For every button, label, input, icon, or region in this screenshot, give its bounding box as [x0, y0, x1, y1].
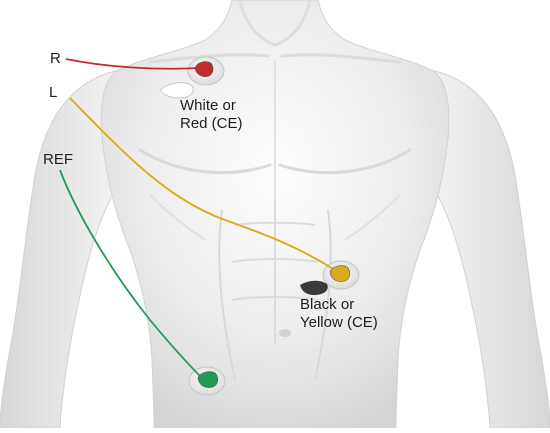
lead-label-l: L: [49, 84, 57, 102]
callout-right-line1: White or: [180, 97, 243, 115]
lead-label-r: R: [50, 50, 61, 68]
callout-right-electrode: White or Red (CE): [180, 97, 243, 133]
callout-left-line1: Black or: [300, 296, 378, 314]
navel: [279, 329, 291, 337]
callout-left-electrode: Black or Yellow (CE): [300, 296, 378, 332]
callout-left-line2: Yellow (CE): [300, 314, 378, 332]
lead-label-ref: REF: [43, 151, 73, 169]
callout-right-line2: Red (CE): [180, 115, 243, 133]
